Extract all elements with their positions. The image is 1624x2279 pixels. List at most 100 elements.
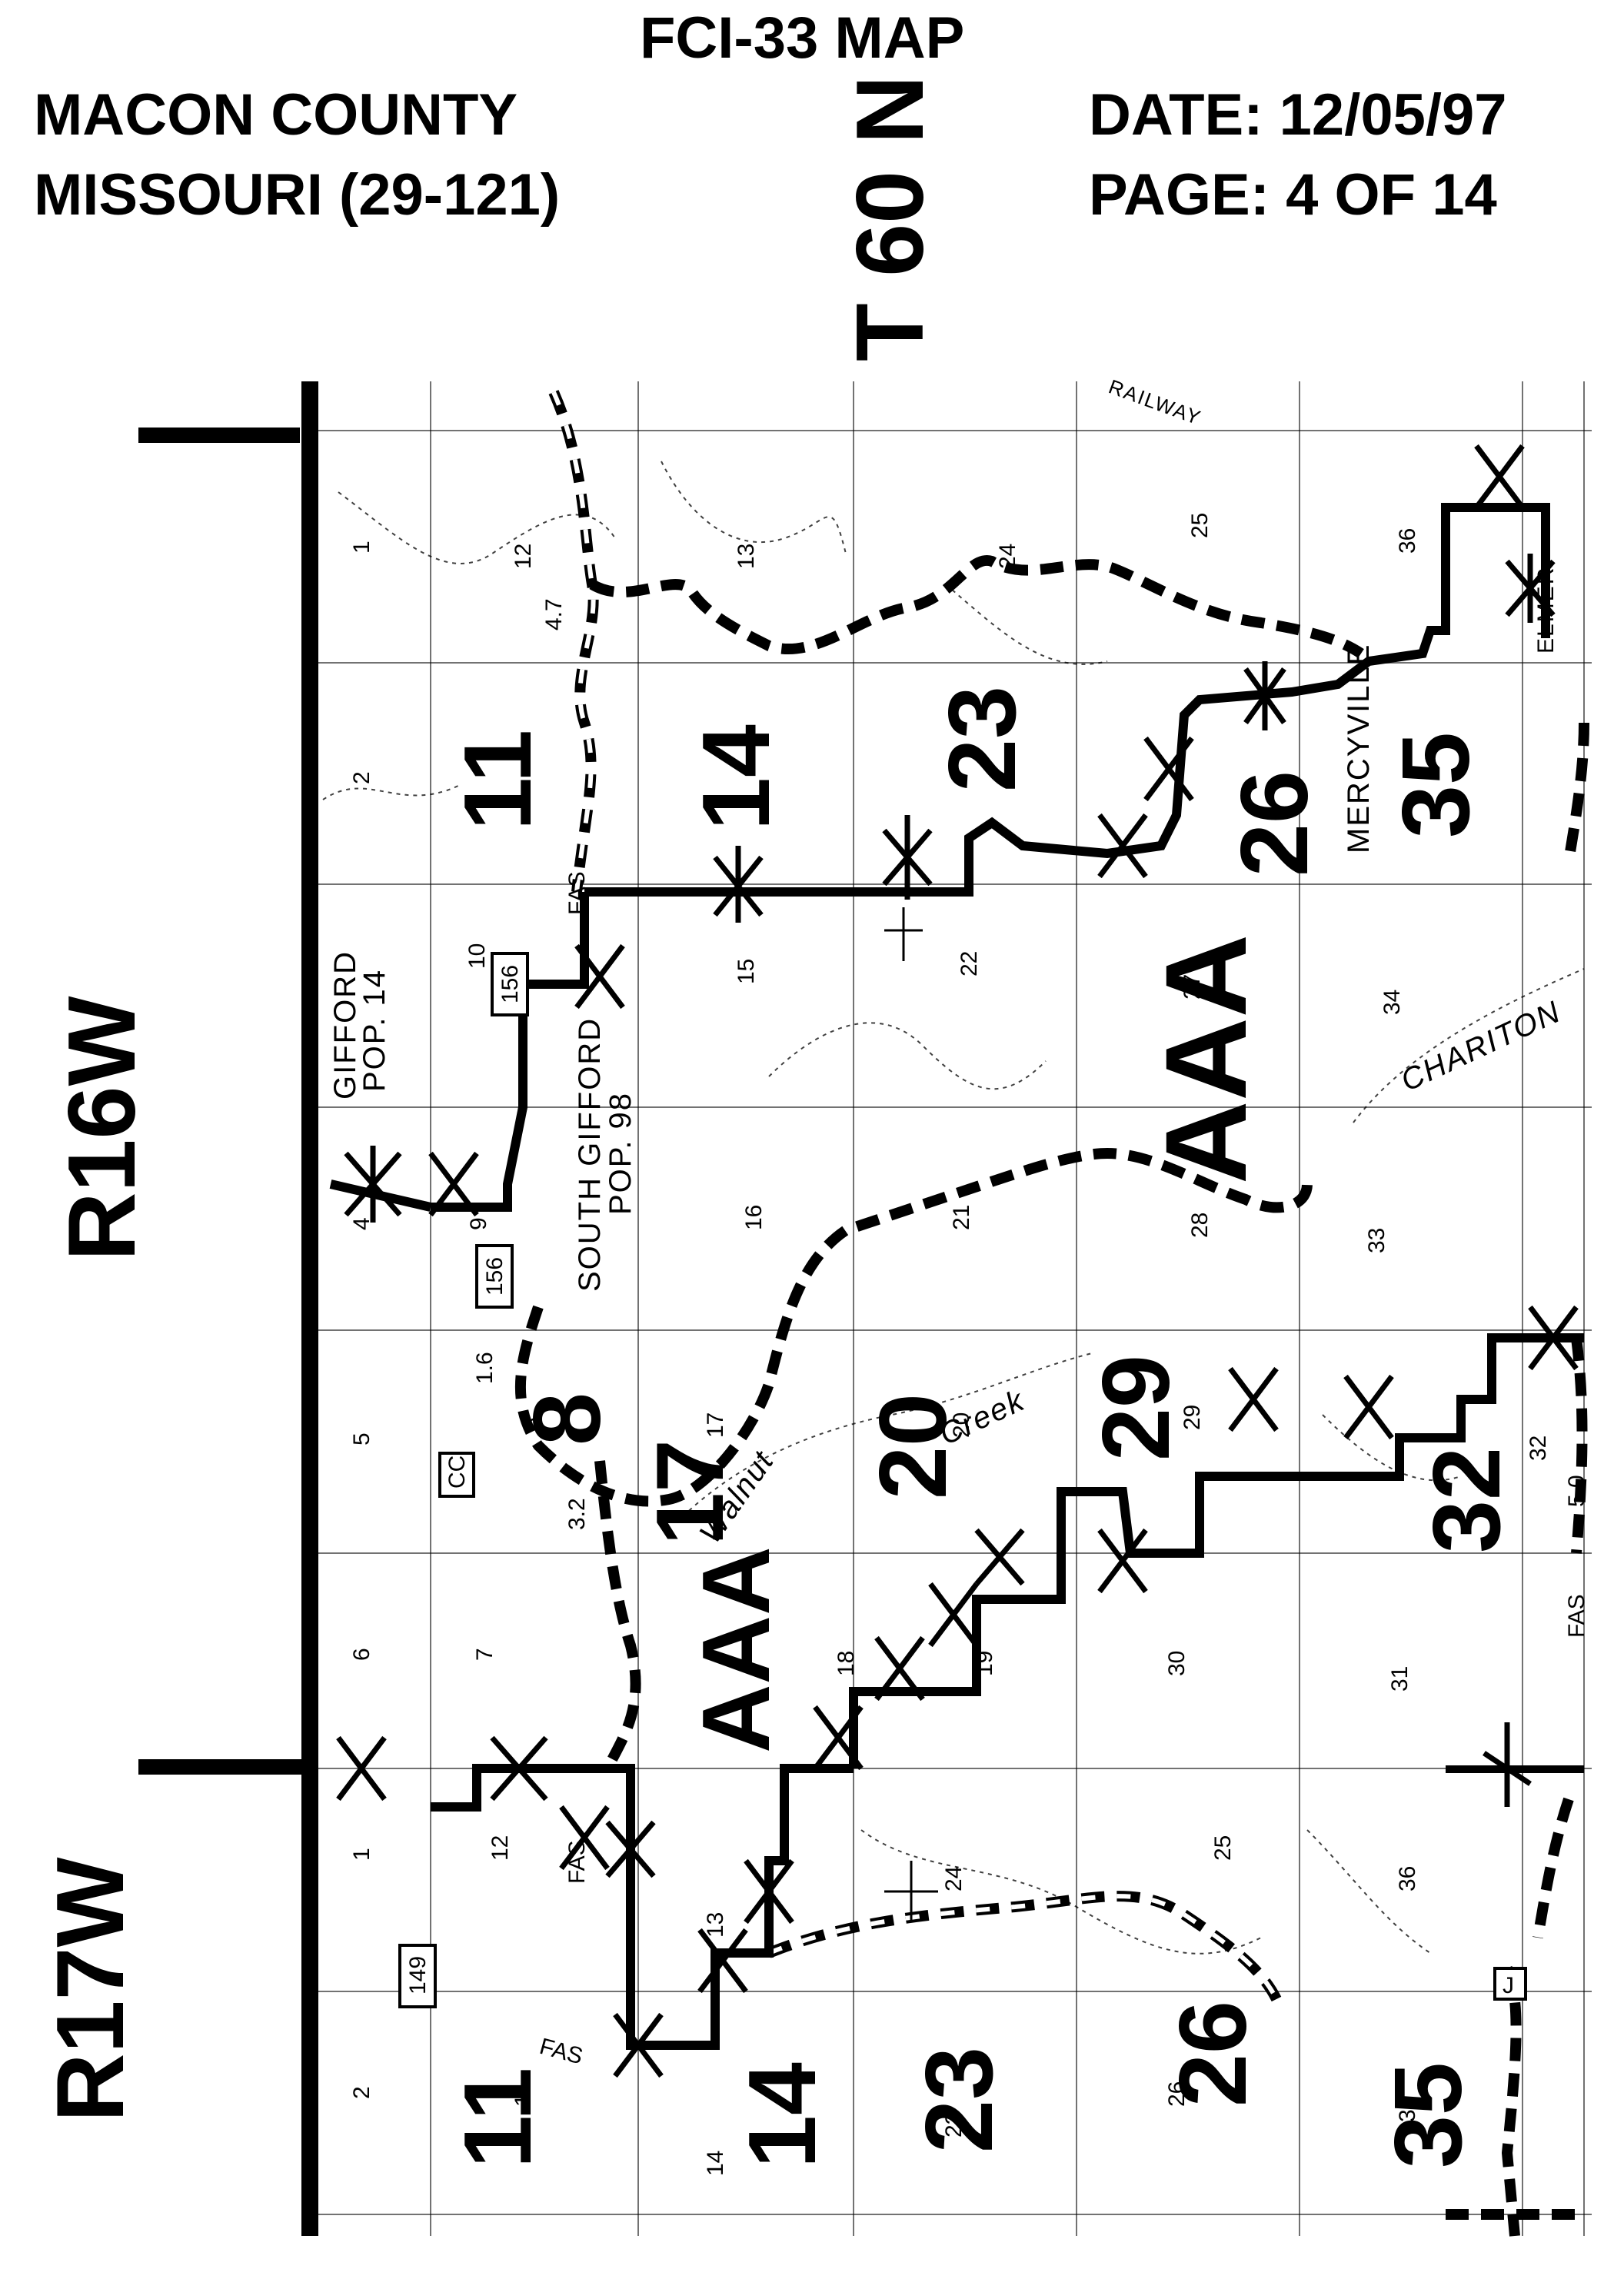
section-number-small: 24 <box>941 1866 967 1891</box>
section-number-small: 13 <box>734 544 759 569</box>
mileage: 3.2 <box>564 1498 590 1530</box>
page-number: PAGE: 4 OF 14 <box>1089 162 1497 228</box>
section-number: 29 <box>1083 1355 1190 1461</box>
section-number-small: 15 <box>734 959 759 984</box>
section-number-small: 25 <box>1187 513 1213 538</box>
section-number-small: 10 <box>464 943 490 969</box>
road-label-fas: FAS <box>564 871 590 915</box>
section-number: 26 <box>1160 2001 1266 2107</box>
streams <box>322 461 1585 1955</box>
section-number: 14 <box>730 2062 836 2168</box>
large-section-numbers: 11 14 23 26 35 8 17 20 29 32 11 14 23 26… <box>445 686 1520 2168</box>
county-name: MACON COUNTY <box>34 82 518 148</box>
svg-text:149: 149 <box>405 1956 431 1995</box>
section-number-small: 27 <box>1180 974 1205 1000</box>
section-number-small: 7 <box>472 1648 498 1661</box>
section-number-small: 30 <box>1164 1651 1190 1676</box>
section-number-small: 18 <box>834 1651 859 1676</box>
section-number: 14 <box>684 724 790 830</box>
mileage: 1.6 <box>472 1352 498 1384</box>
section-number: 32 <box>1414 1447 1520 1553</box>
section-number-small: 32 <box>1526 1436 1551 1461</box>
small-section-numbers: 1 12 13 24 25 36 2 10 15 22 27 34 4 9 16… <box>349 513 1551 2176</box>
route-shield-156: 156 <box>491 952 529 1016</box>
route-shield-j: J <box>1493 1967 1527 2001</box>
section-number-small: 1 <box>349 1848 374 1861</box>
svg-text:CC: CC <box>444 1456 470 1489</box>
section-number-small: 8 <box>518 1417 544 1430</box>
section-number: 8 <box>514 1392 621 1446</box>
section-number-small: 21 <box>949 1205 974 1230</box>
route-markers: 156 156 CC 149 J <box>398 952 1527 2008</box>
crosshair-marks <box>884 907 938 1922</box>
section-number-small: 31 <box>1387 1666 1413 1692</box>
mileage-labels: 4.7 1.6 3.2 5.0 <box>472 598 1589 1530</box>
place-pop-south-gifford: POP. 98 <box>604 1092 637 1215</box>
section-number-small: 1 <box>349 541 374 554</box>
place-name-south-gifford: SOUTH GIFFORD <box>573 1017 607 1292</box>
section-number-small: 33 <box>1364 1228 1389 1253</box>
section-number: 35 <box>1383 732 1489 838</box>
mileage: 4.7 <box>541 598 567 630</box>
svg-text:J: J <box>1503 1973 1514 1998</box>
section-number-small: 5 <box>349 1432 374 1446</box>
section-number-small: 2 <box>349 771 374 784</box>
section-number-small: 35 <box>1395 2097 1420 2122</box>
section-number: 11 <box>445 2068 551 2168</box>
svg-text:156: 156 <box>482 1257 508 1296</box>
place-name-gifford: GIFFORD <box>328 950 362 1100</box>
section-number-small: 23 <box>941 2112 967 2138</box>
map-date: DATE: 12/05/97 <box>1089 82 1507 148</box>
section-number-small: 24 <box>995 544 1020 569</box>
section-number-small: 14 <box>703 2151 728 2176</box>
section-number-small: 9 <box>466 1217 491 1230</box>
section-number: 17 <box>637 1439 744 1545</box>
route-shield-149: 149 <box>398 1944 437 2008</box>
section-number-small: 12 <box>511 544 536 569</box>
state-name: MISSOURI (29-121) <box>34 162 561 228</box>
place-pop-gifford: POP. 14 <box>358 969 391 1092</box>
section-number-small: 26 <box>1164 2081 1190 2107</box>
section-number-small: 36 <box>1395 528 1420 554</box>
section-number-small: 34 <box>1379 990 1405 1015</box>
range-label-north: R16W <box>49 996 155 1261</box>
highways <box>514 390 1589 2237</box>
section-number-small: 20 <box>949 1412 974 1438</box>
zone-label: AAA <box>1141 934 1270 1184</box>
section-number-small: 36 <box>1395 1866 1420 1891</box>
section-number-small: 17 <box>703 1412 728 1438</box>
svg-text:156: 156 <box>498 965 523 1003</box>
zone-label: AAA <box>684 1546 790 1753</box>
section-number-small: 25 <box>1210 1835 1236 1861</box>
section-number-small: 11 <box>511 2083 536 2107</box>
section-number-small: 29 <box>1180 1405 1205 1430</box>
place-labels: GIFFORD POP. 14 SOUTH GIFFORD POP. 98 ME… <box>328 567 1559 1292</box>
section-number-small: 19 <box>972 1651 997 1676</box>
x-marks <box>336 444 1579 2078</box>
section-number-small: 28 <box>1187 1213 1213 1238</box>
railway-label: RAILWAY <box>1106 374 1205 429</box>
place-name-mercyville: MERCYVILLE <box>1342 644 1376 853</box>
township-label: T 60 N <box>837 75 943 361</box>
section-number-small: 12 <box>488 1835 513 1861</box>
county-boundary-line <box>301 381 318 2236</box>
road-label-fas: FAS <box>537 2034 585 2070</box>
section-number: 35 <box>1376 2062 1482 2168</box>
section-number-small: 4 <box>349 1217 374 1230</box>
section-number: 23 <box>907 2047 1013 2153</box>
range-label-south: R17W <box>38 1857 144 2122</box>
section-number: 11 <box>445 730 551 830</box>
section-number-small: 6 <box>349 1648 374 1661</box>
mileage: 5.0 <box>1564 1475 1589 1507</box>
river-label-chariton: CHARITON <box>1396 995 1566 1099</box>
section-number: 20 <box>860 1393 967 1499</box>
section-number-small: 2 <box>349 2086 374 2099</box>
section-number-small: 16 <box>741 1205 767 1230</box>
section-number-small: 13 <box>703 1912 728 1938</box>
section-number-small: 22 <box>957 951 982 976</box>
section-number: 23 <box>930 686 1036 792</box>
section-number: 26 <box>1222 770 1328 877</box>
road-label-fas: FAS <box>1564 1594 1589 1638</box>
route-shield-cc: CC <box>438 1452 475 1498</box>
route-shield-156: 156 <box>475 1244 514 1309</box>
